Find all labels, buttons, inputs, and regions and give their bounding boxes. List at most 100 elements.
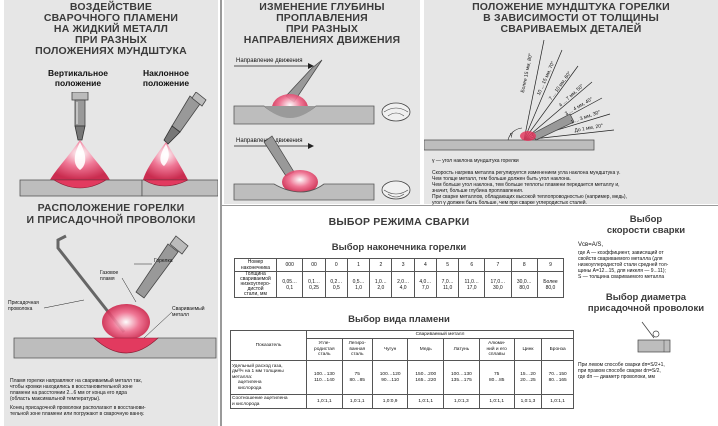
table-cell: 4 [413,258,438,272]
table-cell: 1,0…2,0 [369,271,393,298]
table-cell: 11,0…17,0 [458,271,486,298]
metal-col: Цинк [513,338,543,361]
mode-title: ВЫБОР РЕЖИМА СВАРКИ [328,216,470,228]
vertical-torch-icon [71,92,89,141]
gas-consumption-label: Удельный расход газа, дм³/ч на 1 мм толщ… [230,360,307,395]
table-cell: 1,0:1,1 [541,394,574,409]
metal-col: Бронза [541,338,574,361]
table-cell: 1,0:0,9 [371,394,409,409]
table-cell: 1,0:1,1 [407,394,445,409]
inclined-torch-icon [163,92,207,145]
table-row: Удельный расход газа, дм³/ч на 1 мм толщ… [230,360,574,395]
flame-title: Выбор вида пламени [348,314,450,325]
arrow-right-icon [308,63,314,69]
table-cell: 7,0…11,0 [435,271,460,298]
speed-text: где A — коэффициент, зависящий от свойст… [578,250,669,280]
metal-col: Медь [407,338,445,361]
table-cell: 9 [536,258,565,272]
torch-wire-text: Пламя горелки направляют на свариваемый … [10,378,146,417]
torch-icon [263,135,295,177]
label-gas-flame: Газовое пламя [100,270,119,282]
label-torch: Горелка [154,258,173,264]
wire-section-icon [652,330,660,338]
table-cell: 1 [346,258,371,272]
panel-penetration-depth: ИЗМЕНЕНИЕ ГЛУБИНЫ ПРОПЛАВЛЕНИЯ ПРИ РАЗНЫ… [224,0,420,204]
panel-nozzle-position: ПОЛОЖЕНИЕ МУНДШТУКА ГОРЕЛКИ В ЗАВИСИМОСТ… [424,0,718,206]
table-cell: 1,0:1,1 [341,394,373,409]
table-cell: 0,05…0,1 [275,271,304,298]
table-cell: 7 [484,258,512,272]
panel3-title: ПОЛОЖЕНИЕ МУНДШТУКА ГОРЕЛКИ В ЗАВИСИМОСТ… [472,1,670,35]
flame-table: Показатель Свариваемый металл Угле-родис… [230,330,574,409]
panel-torch-and-wire: РАСПОЛОЖЕНИЕ ГОРЕЛКИ И ПРИСАДОЧНОЙ ПРОВО… [4,200,218,426]
table-cell: 0,5…1,0 [346,271,371,298]
table-cell: 00 [302,258,326,272]
weld-cross-section-icon [381,180,411,200]
table-cell: 1,0:1,3 [443,394,480,409]
arrow-right-icon [308,143,314,149]
table-row: Толщина свариваемой низкоуглеро- дистой … [234,271,565,298]
panel4-title: РАСПОЛОЖЕНИЕ ГОРЕЛКИ И ПРИСАДОЧНОЙ ПРОВО… [26,202,196,226]
table-cell: 1,0:1,3 [513,394,543,409]
metal-col: Латунь [443,338,480,361]
table-cell: 17,0…30,0 [484,271,512,298]
mode-section: ВЫБОР РЕЖИМА СВАРКИ Выбор наконечника го… [224,206,718,426]
table-cell: 2 [369,258,393,272]
gamma-caption: γ — угол наклона мундштука горелки [432,158,519,164]
table-cell: 0 [324,258,348,272]
nozzle-angle-fan: γ [424,39,615,151]
tip-title: Выбор наконечника горелки [331,242,467,253]
nozzle-torch-icon [520,113,575,141]
nozzle-text: Скорость нагрева металла регулируется из… [432,170,627,206]
speed-formula: Vсв=A/S, [578,242,604,248]
table-cell: 0,1…0,25 [302,271,326,298]
weld-cross-section-icon [381,102,411,122]
table-cell: 1,0:1,1 [478,394,515,409]
table-cell: 8 [510,258,538,272]
table-cell: 000 [275,258,304,272]
table-row: Соотношение ацетилена и кислорода 1,0:1,… [230,394,574,409]
table-cell: 0,2…0,5 [324,271,348,298]
filler-wire-icon [56,234,126,333]
panel-flame-effect: ВОЗДЕЙСТВИЕ СВАРОЧНОГО ПЛАМЕНИ НА ЖИДКИЙ… [4,0,218,200]
table-cell: 5 [435,258,460,272]
table-cell: 4,0…7,0 [413,271,438,298]
table-row: Показатель Свариваемый металл [230,330,574,361]
label-filler-wire: Присадочная проволока [8,300,39,312]
penetration-illustration [233,59,411,201]
wire-diameter-diagram [637,321,671,353]
table-cell: 3 [391,258,415,272]
svg-text:γ: γ [509,132,513,138]
table-cell: 1,0:1,1 [306,394,343,409]
table-cell: 2,0…4,0 [391,271,415,298]
metal-header: Свариваемый металл [306,330,574,339]
indicator-header: Показатель [230,330,307,361]
table-cell: 6 [458,258,486,272]
direction-label-1: Направление движения [236,58,303,64]
horizontal-divider [222,205,718,206]
metal-col: Чугун [371,338,409,361]
gas-ratio-label: Соотношение ацетилена и кислорода [230,394,307,409]
inclined-position-label: Наклонное положение [142,68,190,88]
flame-positions-illustration [19,92,218,197]
vertical-divider [220,0,222,426]
wire-text: При левом способе сварки dп=S/2+1, при п… [578,362,665,380]
panel1-title: ВОЗДЕЙСТВИЕ СВАРОЧНОГО ПЛАМЕНИ НА ЖИДКИЙ… [35,1,187,57]
torch-wire-illustration [13,234,217,359]
panel2-title: ИЗМЕНЕНИЕ ГЛУБИНЫ ПРОПЛАВЛЕНИЯ ПРИ РАЗНЫ… [243,1,401,46]
wire-title: Выбор диаметра присадочной проволоки [587,292,705,314]
torch-icon [135,243,179,299]
